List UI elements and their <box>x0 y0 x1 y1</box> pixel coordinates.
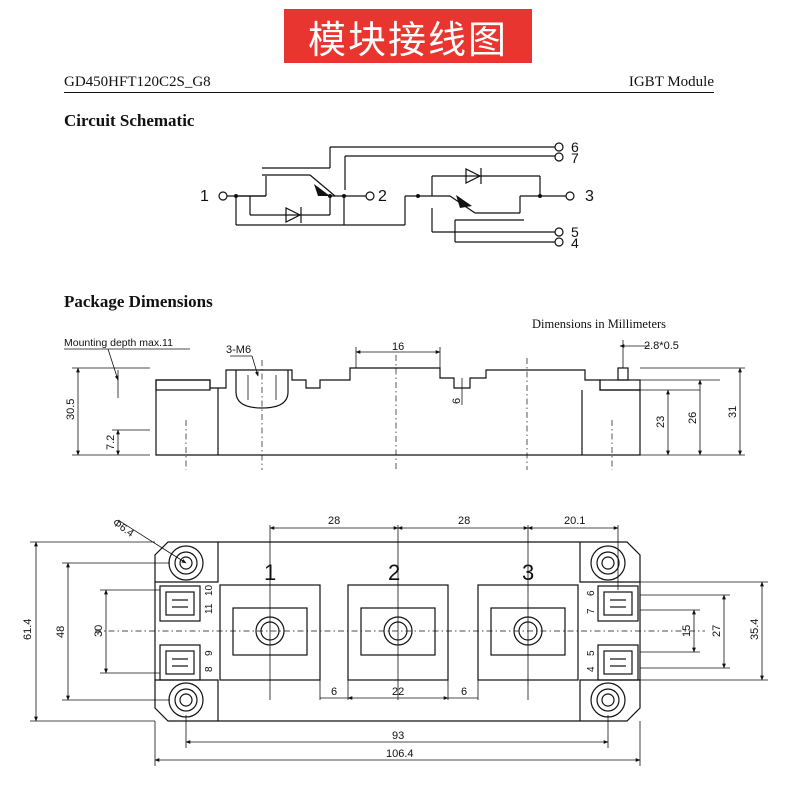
part-number: GD450HFT120C2S_G8 <box>64 74 211 90</box>
mounting-hole-tr <box>590 545 626 581</box>
dim-48: 48 <box>55 626 67 638</box>
dim-30: 30 <box>93 625 105 637</box>
schematic-terminal-7: 7 <box>571 150 579 166</box>
schematic-terminal-2: 2 <box>378 188 387 205</box>
dim-28-left: 28 <box>328 515 340 527</box>
dim-16: 16 <box>392 341 404 353</box>
dim-22: 22 <box>392 686 404 698</box>
emitter-arrow-right <box>456 195 472 208</box>
terminal-circle-1 <box>218 191 228 201</box>
module-outline-top <box>154 541 641 722</box>
dim-6-left: 6 <box>331 686 337 698</box>
terminal-number-2: 2 <box>388 560 400 585</box>
aux-pins-right <box>597 585 639 681</box>
dim-31: 31 <box>727 406 739 418</box>
pin-label-5: 5 <box>586 650 597 656</box>
mounting-hole-tl <box>168 545 204 581</box>
module-body-side <box>155 367 641 456</box>
dim-2-8x0-5: 2.8*0.5 <box>644 340 679 352</box>
dim-27: 27 <box>711 625 723 637</box>
units-note: Dimensions in Millimeters <box>532 317 667 331</box>
thread-label: 3-M6 <box>226 344 251 356</box>
banner-title: 模块接线图 <box>307 17 508 62</box>
pin-label-8: 8 <box>204 666 215 672</box>
dim-93: 93 <box>392 730 404 742</box>
mounting-hole-br <box>590 682 626 718</box>
dim-106-4: 106.4 <box>386 748 414 760</box>
pin-label-9: 9 <box>204 650 215 656</box>
pin-label-4: 4 <box>586 666 597 672</box>
mounting-hole-bl <box>168 682 204 718</box>
diode-left-icon <box>285 207 302 223</box>
schematic-terminal-1: 1 <box>200 188 209 205</box>
m6-nut <box>235 370 289 409</box>
pin-label-11: 11 <box>204 603 215 614</box>
dim-35-4: 35.4 <box>749 619 761 640</box>
terminal-circle-2 <box>365 191 375 201</box>
dim-23: 23 <box>655 416 667 428</box>
dim-61-4: 61.4 <box>22 619 34 640</box>
circuit-schematic: 1 2 6 7 <box>200 139 594 251</box>
side-view: 16 2.8*0.5 3-M6 Mounting depth max.11 30… <box>64 337 745 470</box>
emitter-arrow-left <box>314 184 330 196</box>
pin-label-10: 10 <box>204 584 215 596</box>
mounting-depth-label: Mounting depth max.11 <box>64 337 173 349</box>
aux-pins-left <box>159 585 201 681</box>
diode-right-icon <box>465 168 482 184</box>
dim-15: 15 <box>681 625 693 637</box>
dim-6-right: 6 <box>461 686 467 698</box>
schematic-terminal-4: 4 <box>571 235 579 251</box>
dim-28-right: 28 <box>458 515 470 527</box>
dim-6-side: 6 <box>451 398 463 404</box>
pin-label-7: 7 <box>586 608 597 614</box>
pin-label-6: 6 <box>586 590 597 596</box>
section-circuit-schematic: Circuit Schematic <box>64 111 195 130</box>
aux-pin <box>617 367 629 381</box>
section-package-dimensions: Package Dimensions <box>64 292 213 311</box>
module-type: IGBT Module <box>628 74 714 90</box>
dim-phi-6-4: Φ6.4 <box>110 517 136 540</box>
top-view: Φ6.4 1 2 3 10 11 9 8 <box>22 515 768 766</box>
dim-30-5: 30.5 <box>65 399 77 420</box>
header-rule <box>64 92 714 93</box>
dim-7-2: 7.2 <box>105 435 117 450</box>
terminal-circle-3 <box>565 191 575 201</box>
dim-20-1: 20.1 <box>564 515 585 527</box>
diagram-title-banner: 模块接线图 <box>284 9 532 63</box>
schematic-terminal-6: 6 <box>571 139 579 155</box>
dim-26: 26 <box>687 412 699 424</box>
schematic-terminal-5: 5 <box>571 224 579 240</box>
schematic-terminal-3: 3 <box>585 188 594 205</box>
